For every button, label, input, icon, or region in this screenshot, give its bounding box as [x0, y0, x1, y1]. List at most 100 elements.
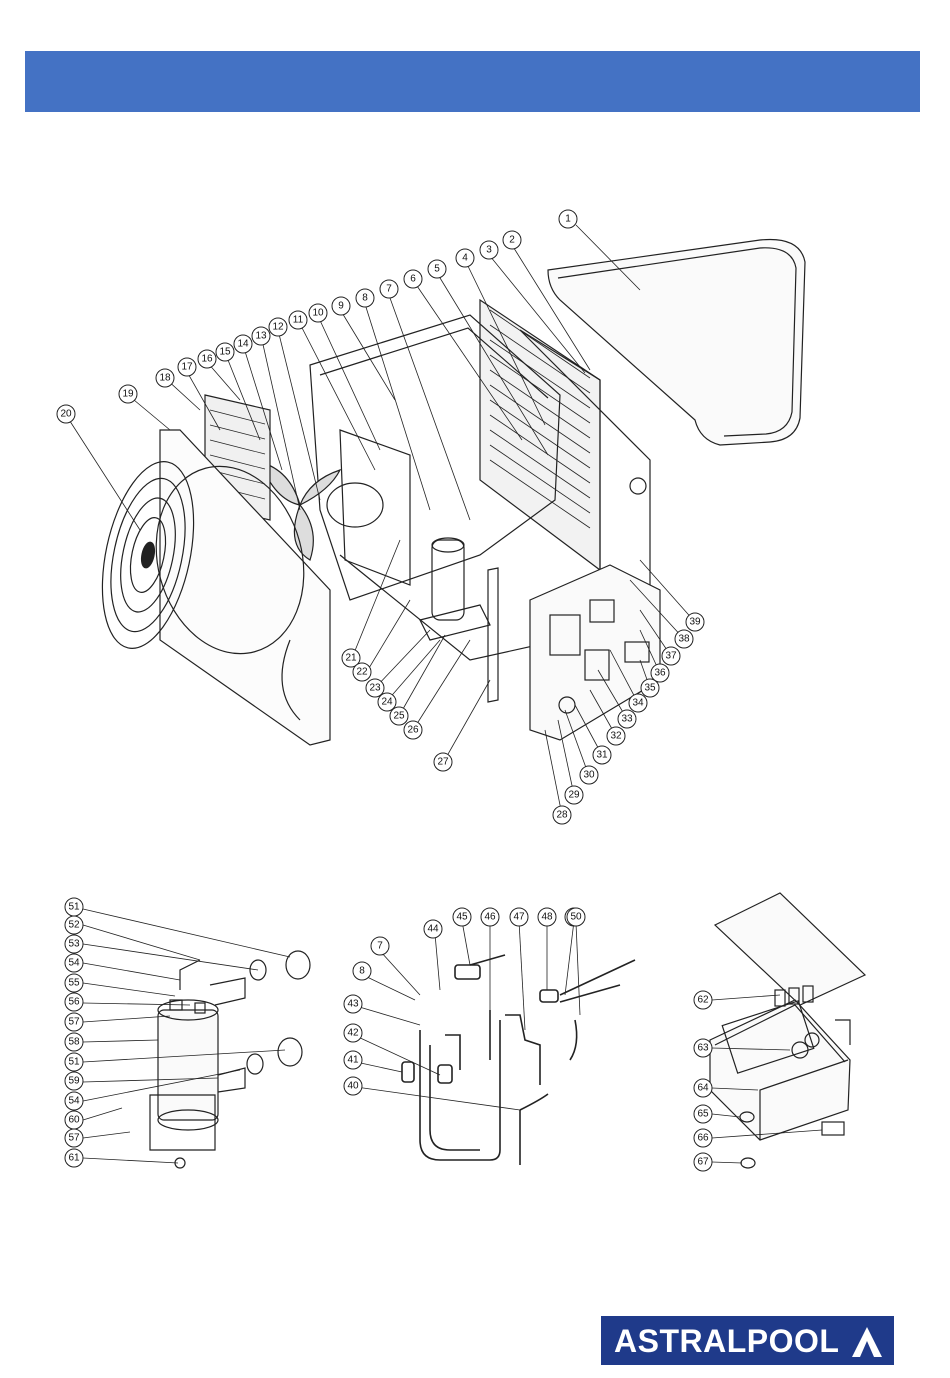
- callout-20: 20: [57, 405, 75, 423]
- svg-text:58: 58: [68, 1037, 80, 1048]
- callout-11: 11: [289, 311, 307, 329]
- control-box-callouts: 62 63 64 65 66 67: [694, 991, 712, 1171]
- callout-51a: 51: [65, 898, 83, 916]
- callout-27: 27: [434, 753, 452, 771]
- callout-65: 65: [694, 1105, 712, 1123]
- main-unit-drawing: [87, 239, 805, 745]
- callout-44: 44: [424, 920, 442, 938]
- svg-text:51: 51: [68, 902, 80, 913]
- svg-text:5: 5: [434, 264, 440, 275]
- callout-57b: 57: [65, 1129, 83, 1147]
- control-box-drawing: [710, 893, 865, 1168]
- callout-13: 13: [252, 327, 270, 345]
- svg-text:36: 36: [654, 668, 666, 679]
- callout-22: 22: [353, 663, 371, 681]
- svg-text:57: 57: [68, 1133, 80, 1144]
- callout-57a: 57: [65, 1013, 83, 1031]
- refrigerant-piping-drawing: [402, 955, 635, 1165]
- svg-text:64: 64: [697, 1083, 709, 1094]
- callout-4: 4: [456, 249, 474, 267]
- svg-text:7: 7: [386, 284, 392, 295]
- svg-text:39: 39: [689, 617, 701, 628]
- svg-text:54: 54: [68, 958, 80, 969]
- callout-2: 2: [503, 231, 521, 249]
- callout-67: 67: [694, 1153, 712, 1171]
- svg-text:23: 23: [369, 683, 381, 694]
- callout-8: 8: [356, 289, 374, 307]
- svg-text:29: 29: [568, 790, 580, 801]
- callout-30: 30: [580, 766, 598, 784]
- callout-3: 3: [480, 241, 498, 259]
- svg-text:11: 11: [293, 315, 304, 326]
- callout-9: 9: [332, 297, 350, 315]
- svg-text:45: 45: [456, 912, 468, 923]
- callout-31: 31: [593, 746, 611, 764]
- svg-text:26: 26: [407, 725, 419, 736]
- callout-12: 12: [269, 318, 287, 336]
- svg-text:67: 67: [697, 1157, 709, 1168]
- callout-1: 1: [559, 210, 577, 228]
- callout-42: 42: [344, 1024, 362, 1042]
- svg-text:44: 44: [427, 924, 439, 935]
- svg-text:1: 1: [565, 214, 571, 225]
- callout-33: 33: [618, 710, 636, 728]
- svg-text:46: 46: [484, 912, 496, 923]
- svg-text:3: 3: [486, 245, 492, 256]
- callout-43: 43: [344, 995, 362, 1013]
- svg-text:59: 59: [68, 1076, 80, 1087]
- callout-10: 10: [309, 304, 327, 322]
- svg-text:33: 33: [621, 714, 633, 725]
- svg-text:66: 66: [697, 1133, 709, 1144]
- svg-text:28: 28: [556, 810, 568, 821]
- svg-text:60: 60: [68, 1115, 80, 1126]
- svg-text:55: 55: [68, 978, 80, 989]
- svg-text:12: 12: [272, 322, 284, 333]
- svg-text:31: 31: [596, 750, 608, 761]
- callout-41: 41: [344, 1051, 362, 1069]
- svg-text:42: 42: [347, 1028, 359, 1039]
- svg-text:16: 16: [201, 354, 213, 365]
- svg-text:53: 53: [68, 939, 80, 950]
- svg-text:2: 2: [509, 235, 515, 246]
- callout-32: 32: [607, 727, 625, 745]
- callout-36: 36: [651, 664, 669, 682]
- svg-text:22: 22: [356, 667, 368, 678]
- svg-text:6: 6: [410, 274, 416, 285]
- callout-54b: 54: [65, 1092, 83, 1110]
- callout-64: 64: [694, 1079, 712, 1097]
- callout-45: 45: [453, 908, 471, 926]
- svg-text:43: 43: [347, 999, 359, 1010]
- callout-7: 7: [380, 280, 398, 298]
- callout-19: 19: [119, 385, 137, 403]
- callout-5: 5: [428, 260, 446, 278]
- callout-59: 59: [65, 1072, 83, 1090]
- callout-38: 38: [675, 630, 693, 648]
- callout-15: 15: [216, 343, 234, 361]
- callout-51b: 51: [65, 1053, 83, 1071]
- svg-text:50: 50: [570, 912, 582, 923]
- svg-text:27: 27: [437, 757, 449, 768]
- callout-40: 40: [344, 1077, 362, 1095]
- heat-exchanger-drawing: [150, 951, 310, 1168]
- svg-text:15: 15: [219, 347, 231, 358]
- callout-18: 18: [156, 369, 174, 387]
- svg-text:56: 56: [68, 997, 80, 1008]
- callout-7b: 7: [371, 937, 389, 955]
- callout-61: 61: [65, 1149, 83, 1167]
- callout-37: 37: [662, 647, 680, 665]
- callout-6: 6: [404, 270, 422, 288]
- callout-53: 53: [65, 935, 83, 953]
- callout-66: 66: [694, 1129, 712, 1147]
- callout-25: 25: [390, 707, 408, 725]
- refrigerant-leaders: [356, 921, 580, 1110]
- svg-text:24: 24: [381, 697, 393, 708]
- callout-50b: 50: [567, 908, 585, 926]
- svg-text:57: 57: [68, 1017, 80, 1028]
- callout-28: 28: [553, 806, 571, 824]
- callout-14: 14: [234, 335, 252, 353]
- svg-text:32: 32: [610, 731, 622, 742]
- callout-23: 23: [366, 679, 384, 697]
- svg-text:35: 35: [644, 683, 656, 694]
- svg-text:54: 54: [68, 1096, 80, 1107]
